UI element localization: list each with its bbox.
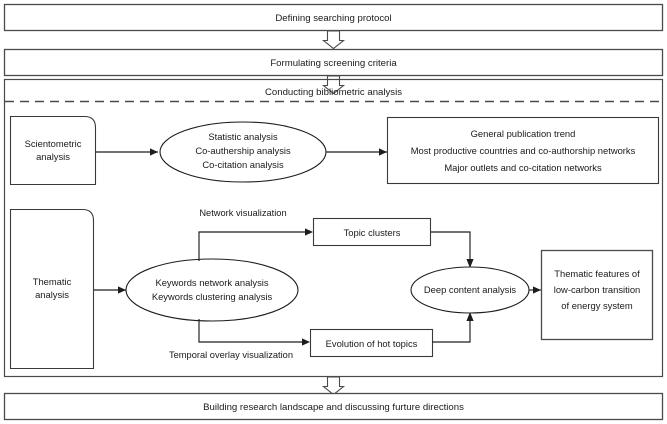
thematic-process-ellipse (125, 258, 299, 322)
band-2-box (3, 48, 664, 77)
scientometric-output-box (386, 116, 660, 185)
scientometric-output-node[interactable]: General publication trend Most productiv… (386, 116, 660, 185)
thematic-source-node[interactable]: Thematic analysis (9, 208, 95, 370)
thematic-process-line2: Keywords clustering analysis (152, 291, 273, 302)
scientometric-process-line3: Co-citation analysis (202, 159, 284, 170)
arrowhead-icon (118, 286, 126, 294)
band-4-box (3, 392, 664, 421)
arrowhead-icon (466, 312, 474, 321)
band-1-box (3, 3, 664, 32)
arrowhead-icon (466, 259, 474, 268)
band-formulating-screening-criteria[interactable]: Formulating screening criteria (3, 48, 664, 77)
scientometric-process-node[interactable]: Statistic analysis Co-authership analysi… (159, 121, 327, 183)
down-block-arrow-3 (321, 376, 346, 396)
thematic-process-line1: Keywords network analysis (155, 277, 268, 288)
topic-clusters-box (312, 217, 432, 247)
connector-topic-clusters-to-deep-analysis (430, 231, 474, 268)
scientometric-output-line3: Major outlets and co-citation networks (444, 162, 602, 173)
thematic-result-node[interactable]: Thematic features of low-carbon transiti… (540, 249, 654, 341)
arrowhead-icon (533, 286, 541, 294)
arrowhead-icon (379, 148, 387, 156)
edge-label-temporal-overlay-visualization: Temporal overlay visualization (169, 350, 293, 360)
thematic-source-label-line2: analysis (35, 289, 69, 300)
scientometric-source-box (9, 115, 97, 186)
connector-deep-analysis-to-result (529, 286, 541, 294)
evolution-hot-topics-label: Evolution of hot topics (326, 338, 418, 349)
band-1-label: Defining searching protocol (275, 13, 391, 24)
deep-content-analysis-label: Deep content analysis (424, 284, 517, 295)
thematic-result-line1: Thematic features of (554, 268, 640, 279)
band-2-label: Formulating screening criteria (270, 58, 397, 69)
evolution-hot-topics-box (309, 328, 434, 358)
band-defining-searching-protocol[interactable]: Defining searching protocol (3, 3, 664, 32)
connector-evolution-to-deep-analysis (432, 312, 474, 343)
arrowhead-icon (150, 148, 158, 156)
deep-content-analysis-node[interactable]: Deep content analysis (410, 266, 530, 314)
topic-clusters-node[interactable]: Topic clusters (312, 217, 432, 247)
arrowhead-icon (305, 228, 313, 236)
down-block-arrow-2 (321, 75, 346, 95)
connector-process-to-topic-clusters: Network visualization (198, 208, 313, 261)
scientometric-source-label-line2: analysis (36, 151, 70, 162)
scientometric-process-line1: Statistic analysis (208, 131, 278, 142)
scientometric-source-node[interactable]: Scientometric analysis (9, 115, 97, 186)
scientometric-output-line1: General publication trend (471, 128, 576, 139)
band-building-research-landscape[interactable]: Building research landscape and discussi… (3, 392, 664, 421)
connector-process-to-evolution: Temporal overlay visualization (169, 319, 310, 360)
connector-thematic-source-to-process (94, 286, 126, 294)
topic-clusters-label: Topic clusters (344, 227, 401, 238)
arrowhead-icon (302, 338, 310, 346)
connector-scientometric-process-to-output (326, 148, 387, 156)
scientometric-process-line2: Co-authership analysis (195, 145, 291, 156)
connector-scientometric-source-to-process (96, 148, 158, 156)
thematic-result-line3: of energy system (561, 300, 633, 311)
band-4-label: Building research landscape and discussi… (203, 402, 464, 413)
band-3-label: Conducting bibliometric analysis (265, 87, 402, 98)
thematic-source-label-line1: Thematic (33, 276, 72, 287)
thematic-result-line2: low-carbon transition (554, 284, 641, 295)
evolution-hot-topics-node[interactable]: Evolution of hot topics (309, 328, 434, 358)
down-block-arrow-1 (321, 30, 346, 50)
thematic-source-box (9, 208, 95, 370)
scientometric-source-label-line1: Scientometric (25, 138, 82, 149)
thematic-result-box (540, 249, 654, 341)
edge-label-network-visualization: Network visualization (199, 208, 286, 218)
thematic-process-node[interactable]: Keywords network analysis Keywords clust… (125, 258, 299, 322)
scientometric-output-line2: Most productive countries and co-authors… (411, 145, 636, 156)
